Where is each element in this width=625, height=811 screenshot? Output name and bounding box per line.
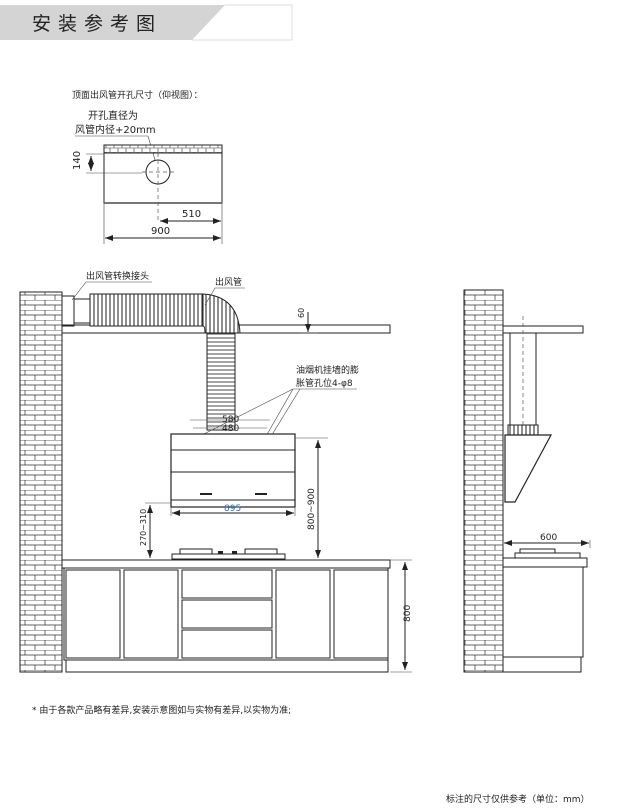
- dim-800: 800: [403, 605, 413, 622]
- dim-800-900: 800~900: [307, 488, 317, 530]
- hole-note-line1: 开孔直径为: [88, 109, 138, 122]
- footnote: * 由于各款产品略有差异,安装示意图如与实物有差异,以实物为准;: [32, 704, 291, 716]
- dim-900: 900: [151, 226, 170, 237]
- top-view-caption: 顶面出风管开孔尺寸（仰视图）：: [72, 89, 203, 101]
- dim-60: 60: [297, 308, 306, 318]
- dim-510: 510: [182, 209, 201, 220]
- front-view: 出风管转换接头 出风管 60 油烟机挂墙的膨 胀管孔位4-φ8 580 480 …: [19, 270, 413, 673]
- gas-hob: [171, 548, 286, 560]
- kitchen-cabinet: [61, 559, 391, 673]
- anchor-note-line1: 油烟机挂墙的膨: [296, 364, 359, 376]
- duct-horizontal: [89, 293, 204, 327]
- dim-600: 600: [540, 533, 557, 543]
- hole-note-line2: 风管内径+20mm: [75, 123, 156, 136]
- header-banner: 安装参考图: [0, 4, 293, 41]
- dim-580: 580: [222, 415, 239, 425]
- wall: [19, 291, 63, 673]
- side-view: 600: [463, 289, 591, 673]
- dim-480: 480: [222, 424, 239, 434]
- dim-270-310: 270~310: [139, 509, 148, 546]
- page-title: 安装参考图: [32, 13, 162, 35]
- range-hood-side: [504, 434, 553, 503]
- adapter-label: 出风管转换接头: [86, 270, 149, 282]
- duct-label: 出风管: [215, 276, 242, 288]
- dim-895: 895: [224, 504, 241, 514]
- side-wall: [463, 289, 504, 673]
- top-view: 顶面出风管开孔尺寸（仰视图）： 开孔直径为 风管内径+20mm 140 510 …: [72, 89, 223, 244]
- range-hood-front: [170, 433, 296, 508]
- dim-140: 140: [72, 151, 83, 170]
- units-note: 标注的尺寸仅供参考（单位：mm）: [446, 793, 590, 805]
- anchor-note-line2: 胀管孔位4-φ8: [296, 377, 353, 389]
- duct-vertical: [206, 332, 236, 431]
